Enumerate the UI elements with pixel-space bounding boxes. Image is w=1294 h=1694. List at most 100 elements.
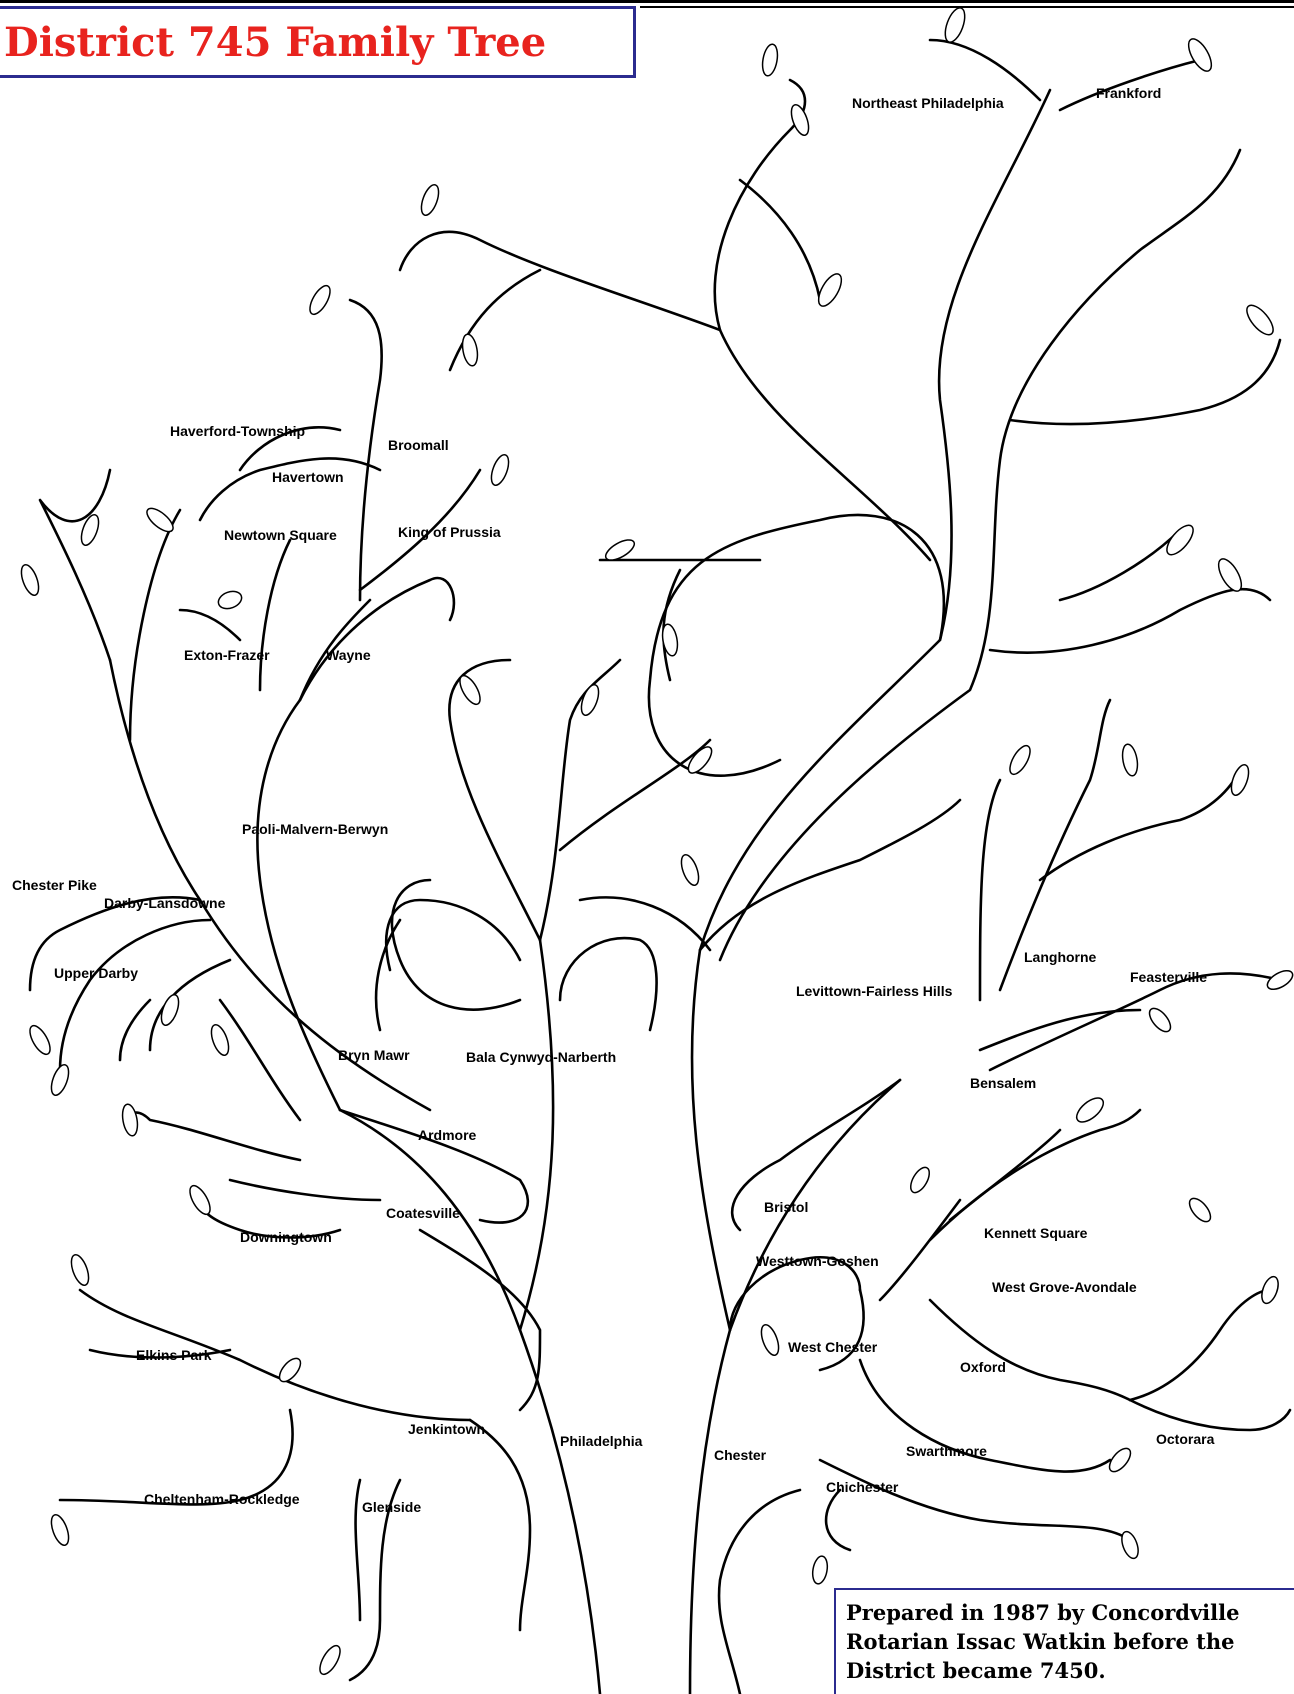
label-westtown-goshen: Westtown-Goshen — [756, 1253, 879, 1269]
branch-langhorne-b — [1000, 700, 1110, 990]
branch-chester-loop — [719, 1490, 800, 1694]
label-coatesville: Coatesville — [386, 1205, 460, 1221]
leaf — [660, 623, 679, 657]
leaf — [1228, 763, 1252, 798]
title-box: District 745 Family Tree — [0, 6, 636, 78]
leaf — [216, 588, 244, 611]
leaf — [1119, 1529, 1142, 1560]
leaf — [758, 1323, 782, 1358]
limb-right-upper — [700, 90, 1050, 950]
label-bryn-mawr: Bryn Mawr — [338, 1047, 410, 1063]
page-title: District 745 Family Tree — [0, 19, 546, 66]
limb-left-b — [257, 700, 340, 1110]
leaf-group — [18, 5, 1294, 1677]
branch-kennett-b — [950, 1130, 1060, 1220]
leaf — [907, 1164, 933, 1195]
branch-left-top — [40, 470, 110, 660]
leaf — [941, 5, 968, 44]
leaf — [456, 673, 484, 708]
label-oxford: Oxford — [960, 1359, 1006, 1375]
label-feasterville: Feasterville — [1130, 969, 1207, 985]
label-wayne: Wayne — [326, 647, 371, 663]
branch-feasterville — [990, 973, 1280, 1070]
leaf — [1120, 743, 1139, 777]
branch-langhorne-c — [1040, 770, 1240, 880]
branch-chester-inner — [826, 1490, 850, 1550]
leaf — [306, 283, 334, 318]
fork-bryn-b — [392, 880, 520, 1010]
label-newtown-square: Newtown Square — [224, 527, 337, 543]
leaf — [760, 43, 779, 77]
branch-kennett — [930, 1110, 1140, 1240]
label-levittown-fairless-hills: Levittown-Fairless Hills — [796, 983, 953, 999]
label-swarthmore: Swarthmore — [906, 1443, 987, 1459]
label-west-chester: West Chester — [788, 1339, 878, 1355]
label-broomall: Broomall — [388, 437, 449, 453]
leaf — [811, 1555, 830, 1585]
trunk-center — [520, 940, 730, 1330]
label-downingtown: Downingtown — [240, 1229, 332, 1245]
label-kennett-square: Kennett Square — [984, 1225, 1088, 1241]
leaf — [1006, 743, 1034, 778]
leaf — [48, 1513, 72, 1548]
branch-oxford — [930, 1300, 1130, 1400]
label-glenside: Glenside — [362, 1499, 421, 1515]
label-ardmore: Ardmore — [418, 1127, 477, 1143]
leaf — [1184, 35, 1216, 74]
branch-west-chester — [880, 1200, 960, 1300]
branch-newtown — [260, 540, 290, 690]
fork-bryn-loop — [386, 900, 520, 970]
label-bensalem: Bensalem — [970, 1075, 1036, 1091]
branch-right-mid — [990, 589, 1270, 653]
branch-left-top-b — [130, 510, 180, 740]
branch-west-grove — [1130, 1290, 1270, 1400]
leaf — [120, 1103, 139, 1137]
branch-coatesville-b — [230, 1180, 380, 1200]
crown-left — [400, 232, 720, 330]
leaf — [678, 853, 702, 888]
leaf — [208, 1023, 232, 1058]
label-philadelphia: Philadelphia — [560, 1433, 643, 1449]
label-chichester: Chichester — [826, 1479, 899, 1495]
leaf — [276, 1355, 305, 1385]
branch-jenkintown — [470, 1420, 530, 1630]
branch-lower-left — [220, 1000, 300, 1120]
leaf — [48, 1063, 72, 1098]
leaf — [18, 563, 42, 598]
branch-levittown — [700, 800, 960, 950]
leaf — [143, 504, 177, 535]
leaf — [26, 1023, 54, 1058]
crown-mid-loop — [740, 180, 820, 300]
branch-darby — [60, 920, 210, 1070]
leaf — [1073, 1094, 1108, 1127]
branch-wayne — [300, 578, 454, 700]
label-octorara: Octorara — [1156, 1431, 1215, 1447]
branch-northeast — [930, 40, 1040, 100]
leaf — [488, 453, 512, 488]
branch-right-mid-b — [1060, 530, 1180, 600]
leaf — [460, 333, 479, 367]
label-bristol: Bristol — [764, 1199, 808, 1215]
label-langhorne: Langhorne — [1024, 949, 1097, 965]
limb-right-upper-b — [720, 150, 1240, 960]
branch-westtown-b — [820, 1290, 864, 1370]
leaf — [1242, 301, 1277, 339]
leaf — [578, 683, 602, 718]
branch-octorara — [1130, 1400, 1290, 1430]
leaf — [1186, 1195, 1215, 1225]
leaf — [418, 183, 442, 218]
label-chester: Chester — [714, 1447, 767, 1463]
fork-bryn-c — [376, 920, 400, 1030]
branch-broomall — [350, 300, 382, 600]
label-frankford: Frankford — [1096, 85, 1161, 101]
label-havertown: Havertown — [272, 469, 344, 485]
label-upper-darby: Upper Darby — [54, 965, 138, 981]
fork-bala — [560, 938, 657, 1030]
leaf — [186, 1183, 214, 1218]
branch-coatesville — [130, 1113, 300, 1161]
crown-loop — [649, 515, 944, 776]
fork-center-c — [560, 740, 710, 850]
label-king-of-prussia: King of Prussia — [398, 524, 501, 540]
label-bala-cynwyd-narberth: Bala Cynwyd-Narberth — [466, 1049, 616, 1065]
label-darby-lansdowne: Darby-Lansdowne — [104, 895, 226, 911]
